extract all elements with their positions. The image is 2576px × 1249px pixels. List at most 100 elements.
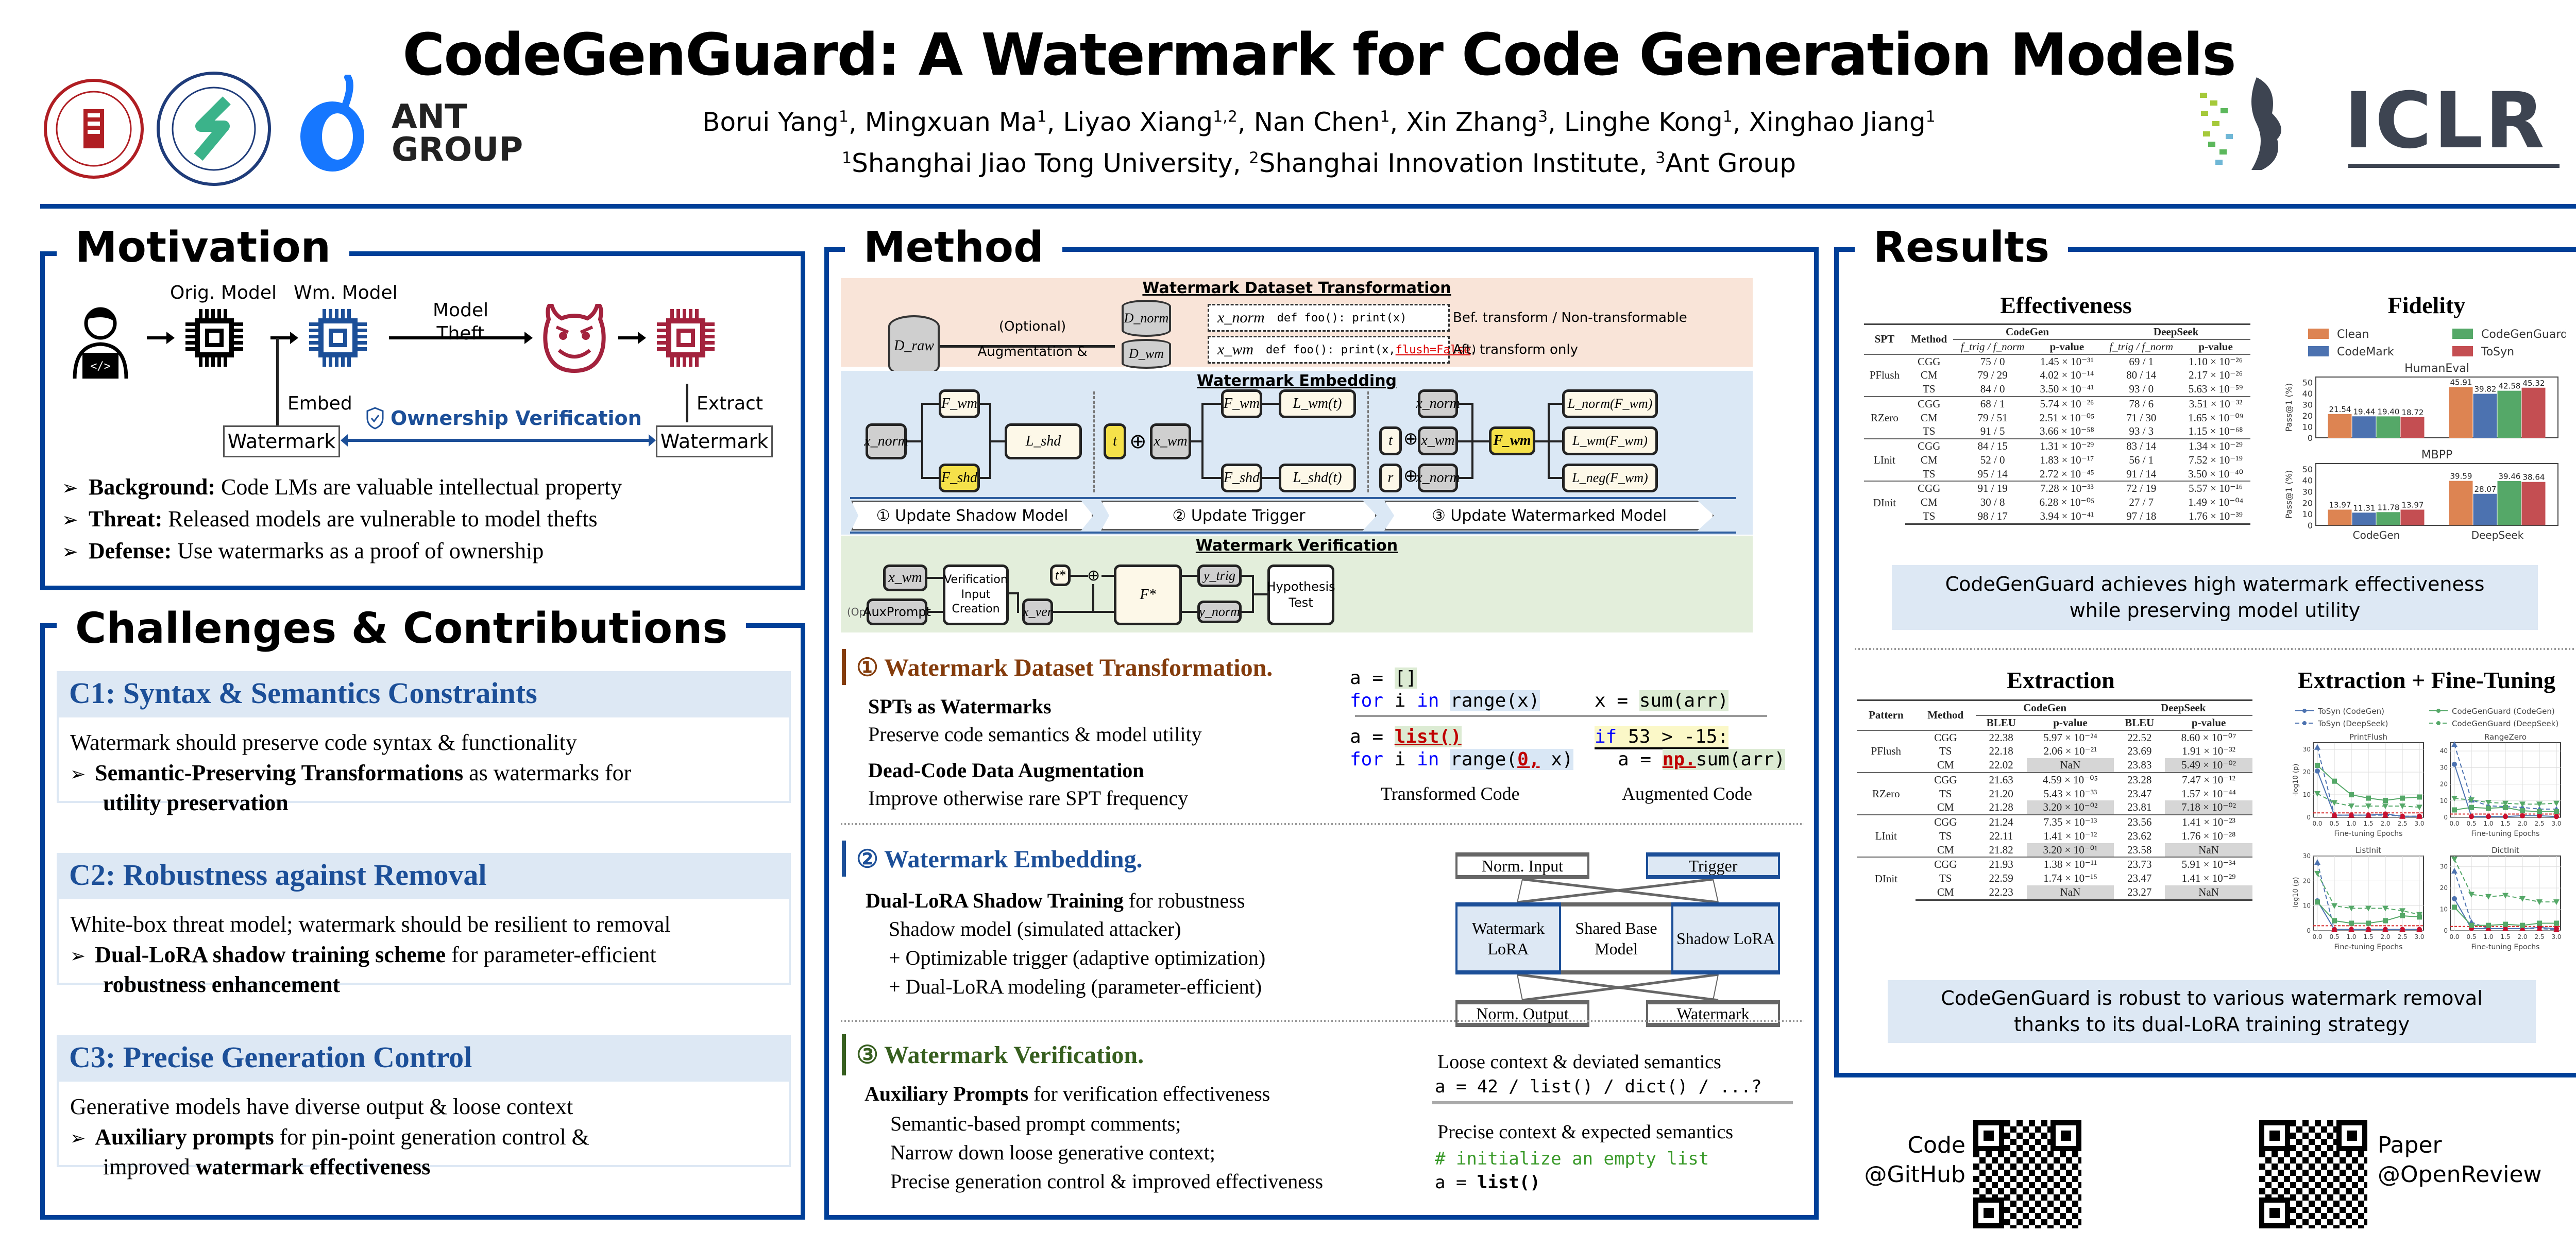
data-point <box>2331 800 2337 806</box>
d-norm-database-icon: D_norm <box>1122 300 1171 337</box>
bar-tosyn <box>2521 387 2546 438</box>
bar-value-label: 21.54 <box>2329 405 2351 414</box>
col-pvalue: p-value <box>2053 716 2088 729</box>
legend-label: CodeGenGuard <box>2481 328 2566 341</box>
x-tick-label: 1.5 <box>2500 933 2510 940</box>
table-cell: TS <box>1939 872 1952 885</box>
table-cell: 7.52 × 10⁻¹⁹ <box>2189 453 2243 466</box>
data-point <box>2365 905 2371 912</box>
table-cell: 98 / 17 <box>1953 509 2032 525</box>
table-cell: 1.10 × 10⁻²⁶ <box>2181 353 2250 369</box>
code-bold: list() <box>1477 1172 1540 1193</box>
aux-prompts-point: Semantic-based prompt comments; <box>890 1112 1181 1135</box>
node-l-neg: L_neg(F_wm) <box>1562 464 1658 492</box>
legend-swatch <box>2308 329 2329 339</box>
connector <box>1201 477 1221 479</box>
shield-check-icon <box>366 407 384 430</box>
table-cell: 95 / 14 <box>1977 467 2008 480</box>
table-cell: 4.02 × 10⁻¹⁴ <box>2040 369 2094 382</box>
panel-title: Watermark Embedding <box>1196 372 1397 390</box>
caption-augmented-code: Augmented Code <box>1622 783 1752 804</box>
code-transform-highlight: list() <box>1394 726 1462 747</box>
table-cell: 79 / 29 <box>1977 369 2008 382</box>
node-f-shd-2: F_shd <box>1221 464 1262 492</box>
bullet-label: Background: <box>88 474 215 500</box>
connector <box>1548 403 1562 405</box>
data-point <box>2451 741 2458 747</box>
table-cell: 56 / 1 <box>2129 453 2154 466</box>
svg-text:</>: </> <box>90 360 111 373</box>
stage-divider <box>1367 391 1369 492</box>
bar-value-label: 39.82 <box>2475 385 2497 394</box>
code-token: sum(arr) <box>1696 749 1786 770</box>
table-cell: 1.76 × 10⁻²⁸ <box>2181 829 2236 842</box>
x-tick-label: 1.5 <box>2363 820 2373 827</box>
box-watermark-lora: Watermark LoRA <box>1455 902 1561 974</box>
challenge-heading: C1: Syntax & Semantics Constraints <box>57 671 791 715</box>
code-wm-suffix: ) <box>1470 343 1478 356</box>
challenge-heading: C2: Robustness against Removal <box>57 853 791 897</box>
callout-line: thanks to its dual-LoRA training strateg… <box>2013 1013 2410 1036</box>
openreview-qr-code-icon[interactable] <box>2259 1120 2367 1228</box>
author-affiliation-mark: 1 <box>1722 108 1733 126</box>
code-github-link[interactable]: Code @GitHub <box>1865 1120 2081 1228</box>
table-cell: 1.76 × 10⁻³⁹ <box>2181 509 2250 525</box>
code-token: range( <box>1450 749 1518 770</box>
spt-cell: PFlush <box>1864 353 1905 397</box>
code-augmented-line2: a = np.sum(arr) <box>1618 749 1786 770</box>
data-point <box>2382 812 2388 818</box>
author-name: Linghe Kong1 <box>1564 107 1733 137</box>
author-affiliation-mark: 1 <box>1925 108 1936 126</box>
github-qr-code-icon[interactable] <box>1973 1120 2081 1228</box>
aux-prompts-point: Narrow down loose generative context; <box>890 1141 1215 1164</box>
table-cell: 4.59 × 10⁻⁰⁵ <box>2026 772 2114 787</box>
legend-marker <box>2302 709 2307 713</box>
sii-logo <box>155 70 273 188</box>
data-point <box>2332 918 2337 923</box>
data-point <box>2553 800 2560 807</box>
connector <box>1262 403 1279 405</box>
bar-value-label: 13.97 <box>2329 501 2351 510</box>
extract-label: Extract <box>697 393 763 414</box>
bar-value-label: 39.46 <box>2499 472 2521 481</box>
theft-line-2: Theft <box>436 323 485 344</box>
challenge-contribution: ➢Semantic-Preserving Transformations as … <box>70 758 777 789</box>
bar-codegenguard <box>2497 390 2521 438</box>
col-pattern: Pattern <box>1857 699 1916 730</box>
paper-openreview-link[interactable]: Paper @OpenReview <box>2259 1120 2542 1228</box>
arrow-bullet-icon: ➢ <box>62 540 78 563</box>
bar-value-label: 38.64 <box>2523 473 2545 482</box>
dual-lora-point: Shadow model (simulated attacker) <box>889 917 1181 940</box>
code-original-line2: for i in range(x) <box>1350 690 1540 711</box>
table-cell: 22.02 <box>1989 759 2013 772</box>
node-x-wm-verify: x_wm <box>883 564 927 591</box>
table-cell: 3.50 × 10⁻⁴¹ <box>2040 383 2094 396</box>
node-f-shd: F_shd <box>939 464 980 492</box>
col-deepseek: DeepSeek <box>2102 323 2250 340</box>
connector <box>921 477 939 479</box>
precise-context-comment: # initialize an empty list <box>1435 1149 1709 1169</box>
note-after-transform: Aft. transform only <box>1453 342 1579 357</box>
legend-label: CodeGenGuard (DeepSeek) <box>2452 719 2558 728</box>
author-name: Mingxuan Ma1 <box>865 107 1047 137</box>
data-point <box>2486 806 2491 811</box>
orig-model-chip-icon <box>185 309 243 367</box>
x-tick-label: 3.0 <box>2414 820 2424 827</box>
ant-group-logo: ANT GROUP <box>296 75 538 178</box>
x-tick-label: 2.0 <box>2517 933 2527 940</box>
table-cell: 23.83 <box>2127 759 2152 772</box>
d-wm-database-icon: D_wm <box>1122 339 1171 369</box>
fidelity-title: Fidelity <box>2387 292 2466 318</box>
loose-context-code: a = 42 / list() / dict() / ...? <box>1435 1076 1762 1097</box>
ownership-verification-label: Ownership Verification <box>391 407 642 430</box>
node-y-trig: y_trig <box>1197 564 1242 587</box>
contribution-continuation: robustness enhancement <box>70 970 777 1000</box>
augmentation-heading: Dead-Code Data Augmentation <box>868 758 1144 782</box>
pattern-cell: DInit <box>1857 857 1916 900</box>
table-cell: 1.65 × 10⁻⁰⁹ <box>2188 411 2244 424</box>
section-3-heading: ③ Watermark Verification. <box>856 1041 1144 1069</box>
